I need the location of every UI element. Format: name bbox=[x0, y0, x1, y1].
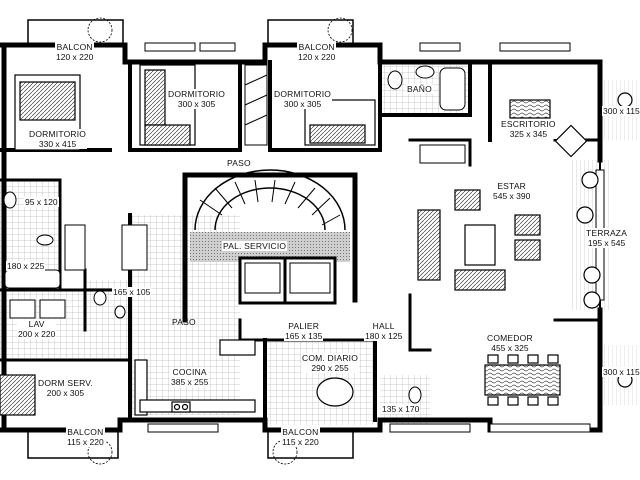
elevators bbox=[238, 256, 337, 305]
fixtures bbox=[3, 65, 466, 404]
furniture bbox=[316, 92, 633, 407]
kitchen-counter bbox=[134, 339, 256, 416]
wardrobes bbox=[64, 64, 466, 271]
terrace-decks bbox=[570, 80, 640, 405]
